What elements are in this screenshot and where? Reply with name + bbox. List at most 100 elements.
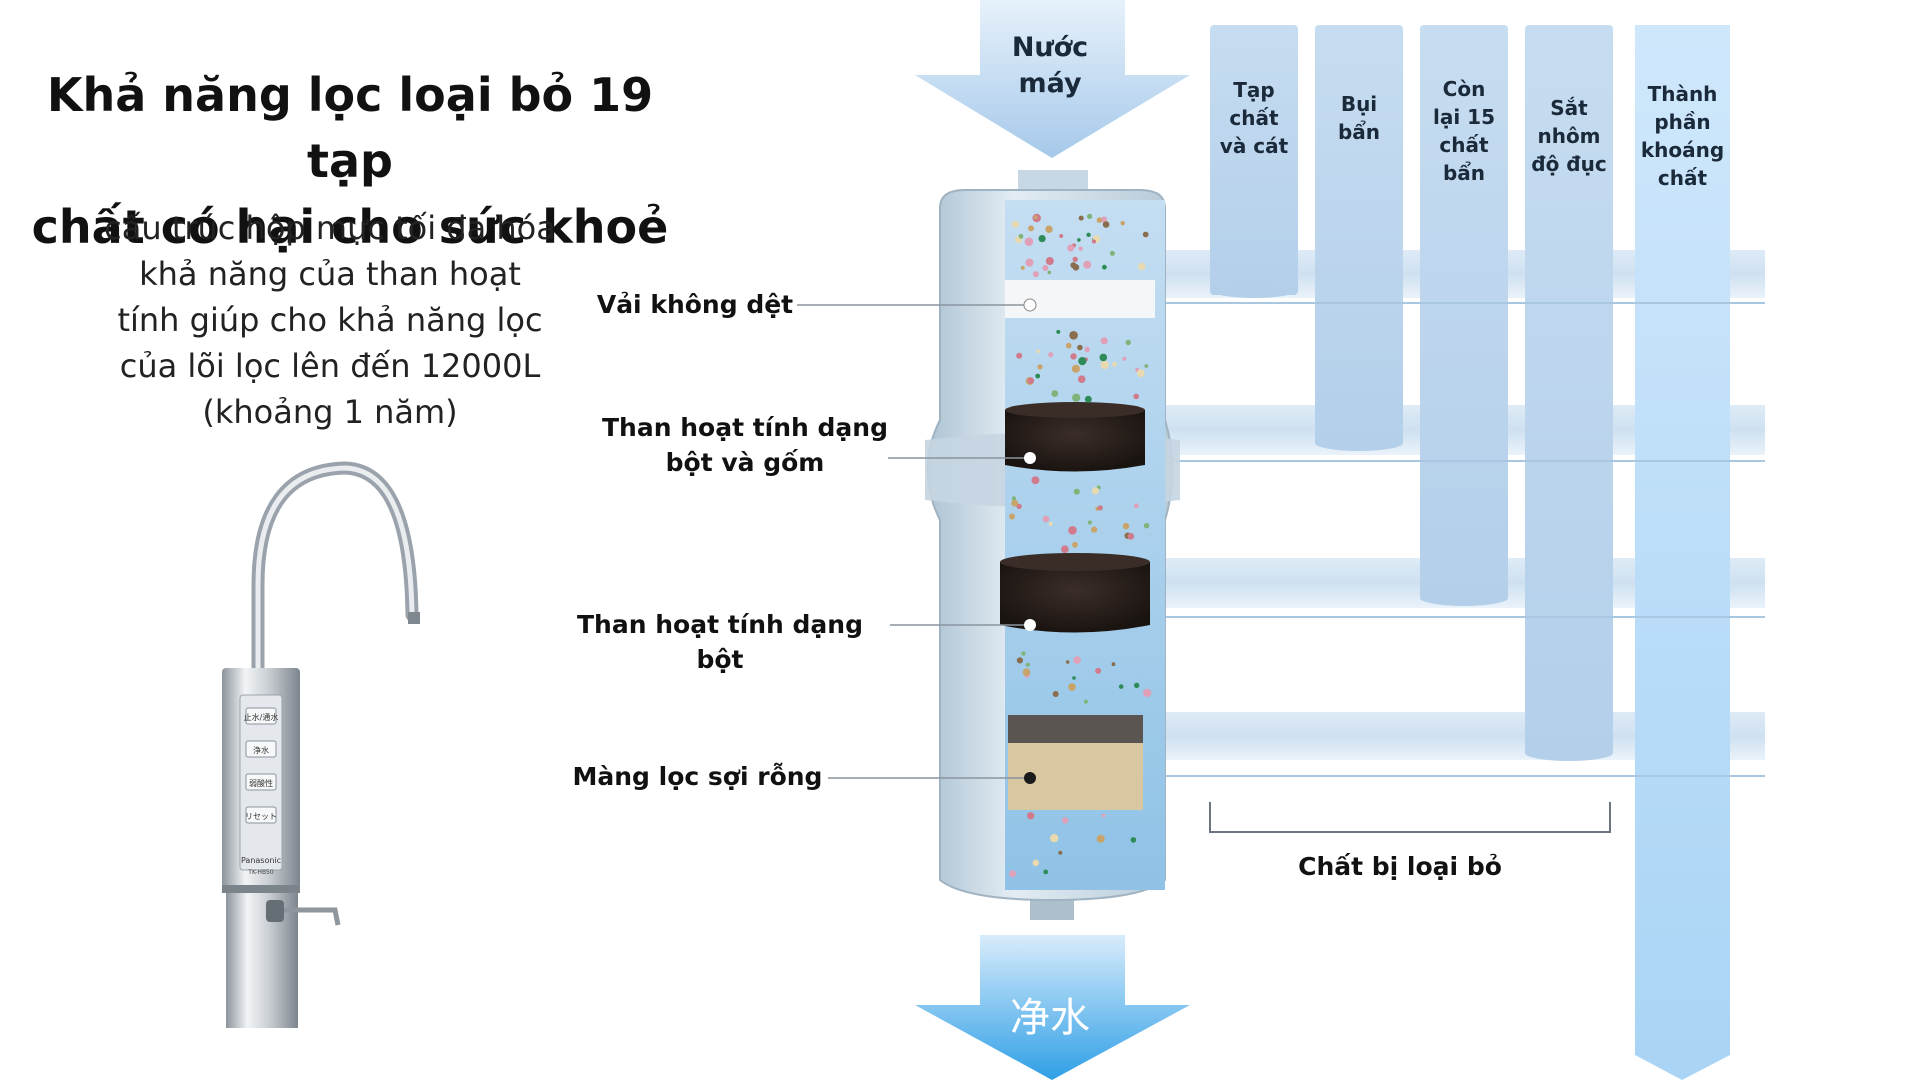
particle: [1100, 216, 1108, 223]
particle: [1070, 353, 1077, 360]
removed-bracket: [1209, 802, 1611, 833]
particle: [1125, 339, 1131, 346]
particle: [1073, 656, 1081, 664]
particle: [1037, 364, 1043, 370]
layer-label-nonwoven: Vải không dệt: [596, 290, 794, 319]
particle: [1095, 667, 1102, 674]
particle: [1071, 364, 1080, 373]
particle: [1072, 541, 1078, 548]
particle: [1096, 217, 1103, 223]
particle: [1073, 488, 1080, 495]
removed-label: Chất bị loại bỏ: [1298, 852, 1502, 881]
layer-carbon-ceramic: [1005, 410, 1145, 472]
particle: [1031, 476, 1040, 485]
outlet-arrow: [915, 935, 1190, 1080]
particle: [1059, 234, 1064, 238]
particle: [1061, 545, 1069, 553]
column-sand: [1210, 25, 1298, 295]
particle: [1072, 393, 1081, 402]
particle: [1138, 262, 1146, 271]
particle: [1099, 353, 1108, 362]
particle: [1032, 859, 1040, 867]
inlet-label: Nước máy: [1011, 32, 1089, 99]
particle: [1083, 260, 1092, 269]
faucet-button: [245, 773, 277, 791]
faucet-button-label: 浄水: [253, 745, 269, 755]
particle: [1048, 521, 1053, 527]
leader-lines: [797, 304, 1030, 779]
particle: [1042, 515, 1050, 523]
particle: [1133, 393, 1139, 400]
particle: [1100, 360, 1109, 370]
particle: [1091, 487, 1099, 495]
particle: [1058, 850, 1063, 855]
particle: [1069, 331, 1078, 340]
particle: [1056, 329, 1061, 334]
particle: [1091, 526, 1098, 533]
particle: [1025, 662, 1030, 667]
particle: [1084, 346, 1090, 353]
particle: [1096, 834, 1105, 843]
particle: [1025, 258, 1034, 267]
column-15: [1420, 25, 1508, 600]
column-label-sand: Tạp chất và cát: [1219, 78, 1289, 158]
particle: [1072, 256, 1078, 262]
particle: [1101, 813, 1106, 818]
column-mineral: [1635, 25, 1730, 1080]
particle: [1027, 812, 1035, 820]
layer-label-carbon-ceramic: Than hoạt tính dạng bột và gốm: [602, 413, 888, 477]
page-title: Khả năng lọc loại bỏ 19 tạp chất có hại …: [31, 68, 669, 254]
faucet-brand: Panasonic: [241, 856, 281, 865]
layer-label-hollow-fiber: Màng lọc sợi rỗng: [572, 762, 823, 791]
particle: [1011, 220, 1020, 228]
particle: [1048, 352, 1054, 358]
particle: [1122, 356, 1127, 361]
faucet-button: [245, 707, 277, 725]
particle: [1100, 337, 1108, 345]
particle: [1036, 349, 1040, 354]
particle: [1033, 215, 1038, 220]
particle: [1087, 520, 1092, 525]
particle: [1078, 246, 1083, 251]
particle: [1045, 257, 1054, 265]
particle: [1102, 264, 1107, 270]
column-label-iron: Sắt nhôm độ đục: [1531, 96, 1607, 176]
particle: [1038, 235, 1046, 243]
particle: [1068, 683, 1076, 691]
column-iron: [1525, 25, 1613, 755]
particle: [1097, 505, 1103, 511]
particle: [1016, 657, 1024, 664]
particle: [1065, 660, 1070, 664]
particle: [1021, 651, 1026, 656]
particle: [1024, 237, 1034, 246]
particle: [1112, 362, 1117, 367]
particle: [1072, 676, 1076, 680]
particle: [1134, 682, 1140, 688]
particle: [1142, 231, 1149, 238]
particle: [1077, 344, 1083, 351]
particle: [1067, 244, 1075, 252]
outlet-label: 净水: [1010, 995, 1090, 1041]
particle: [1052, 691, 1059, 697]
particle: [1009, 870, 1016, 878]
layer-carbon: [1000, 562, 1150, 633]
particle: [1043, 869, 1049, 875]
particle: [1011, 499, 1019, 507]
particle: [1051, 390, 1059, 397]
layer-label-carbon: Than hoạt tính dạng bột: [577, 610, 863, 674]
particle: [1032, 271, 1039, 278]
particle: [1087, 213, 1093, 219]
particle: [1072, 264, 1080, 271]
particle: [1022, 668, 1031, 676]
particle: [1077, 238, 1081, 242]
particle: [1120, 221, 1125, 226]
particle: [1018, 233, 1024, 239]
particle: [1047, 270, 1052, 275]
particle: [1065, 342, 1072, 349]
faucet-button-label: 弱酸性: [249, 778, 273, 788]
particle: [1050, 834, 1059, 843]
particle: [1144, 364, 1149, 368]
particle: [1109, 250, 1115, 256]
